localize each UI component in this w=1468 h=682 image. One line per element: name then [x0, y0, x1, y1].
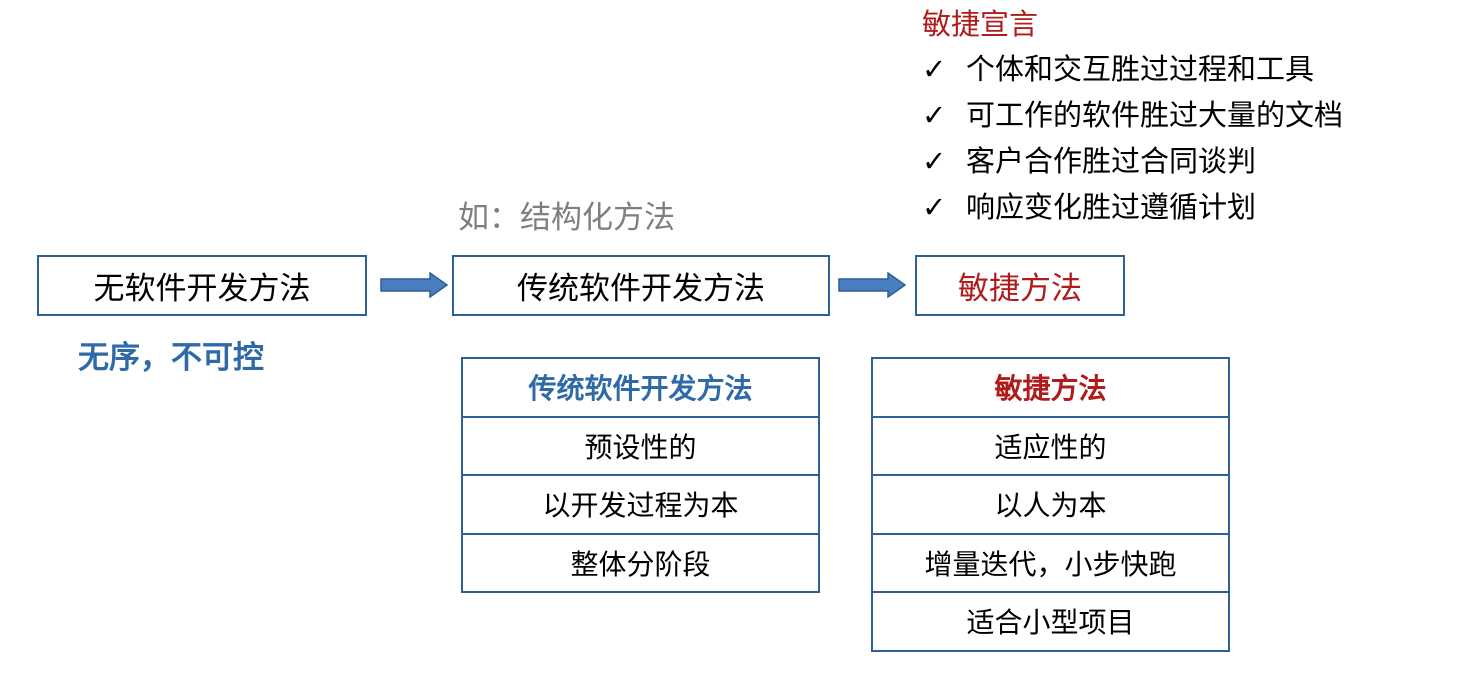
agile-table: 敏捷方法 适应性的 以人为本 增量迭代，小步快跑 适合小型项目	[871, 357, 1230, 652]
table-row: 增量迭代，小步快跑	[873, 535, 1228, 593]
manifesto-item: ✓ 可工作的软件胜过大量的文档	[922, 92, 1343, 138]
table-header: 敏捷方法	[873, 359, 1228, 418]
right-arrow-icon	[838, 272, 906, 298]
manifesto-item: ✓ 客户合作胜过合同谈判	[922, 138, 1256, 184]
manifesto-title: 敏捷宣言	[922, 7, 1039, 41]
right-arrow-icon	[380, 272, 448, 298]
manifesto-item-text: 客户合作胜过合同谈判	[966, 144, 1257, 178]
chaos-note: 无序，不可控	[78, 340, 264, 376]
check-icon: ✓	[922, 98, 947, 132]
check-icon: ✓	[922, 144, 947, 178]
agile-method-box: 敏捷方法	[915, 255, 1125, 316]
manifesto-item: ✓ 响应变化胜过遵循计划	[922, 184, 1256, 230]
no-method-box: 无软件开发方法	[37, 255, 367, 316]
table-header: 传统软件开发方法	[463, 359, 818, 418]
table-row: 适应性的	[873, 418, 1228, 476]
example-label: 如：结构化方法	[458, 200, 675, 236]
manifesto-item-text: 响应变化胜过遵循计划	[966, 190, 1257, 224]
manifesto-item-text: 可工作的软件胜过大量的文档	[966, 98, 1344, 132]
table-row: 以人为本	[873, 476, 1228, 535]
table-row: 以开发过程为本	[463, 476, 818, 535]
table-row: 适合小型项目	[873, 593, 1228, 652]
check-icon: ✓	[922, 52, 947, 86]
table-row: 整体分阶段	[463, 535, 818, 593]
manifesto-item: ✓ 个体和交互胜过过程和工具	[922, 46, 1314, 92]
traditional-method-box: 传统软件开发方法	[452, 255, 830, 316]
traditional-table: 传统软件开发方法 预设性的 以开发过程为本 整体分阶段	[461, 357, 820, 593]
table-row: 预设性的	[463, 418, 818, 476]
manifesto-item-text: 个体和交互胜过过程和工具	[966, 52, 1315, 86]
check-icon: ✓	[922, 190, 947, 224]
